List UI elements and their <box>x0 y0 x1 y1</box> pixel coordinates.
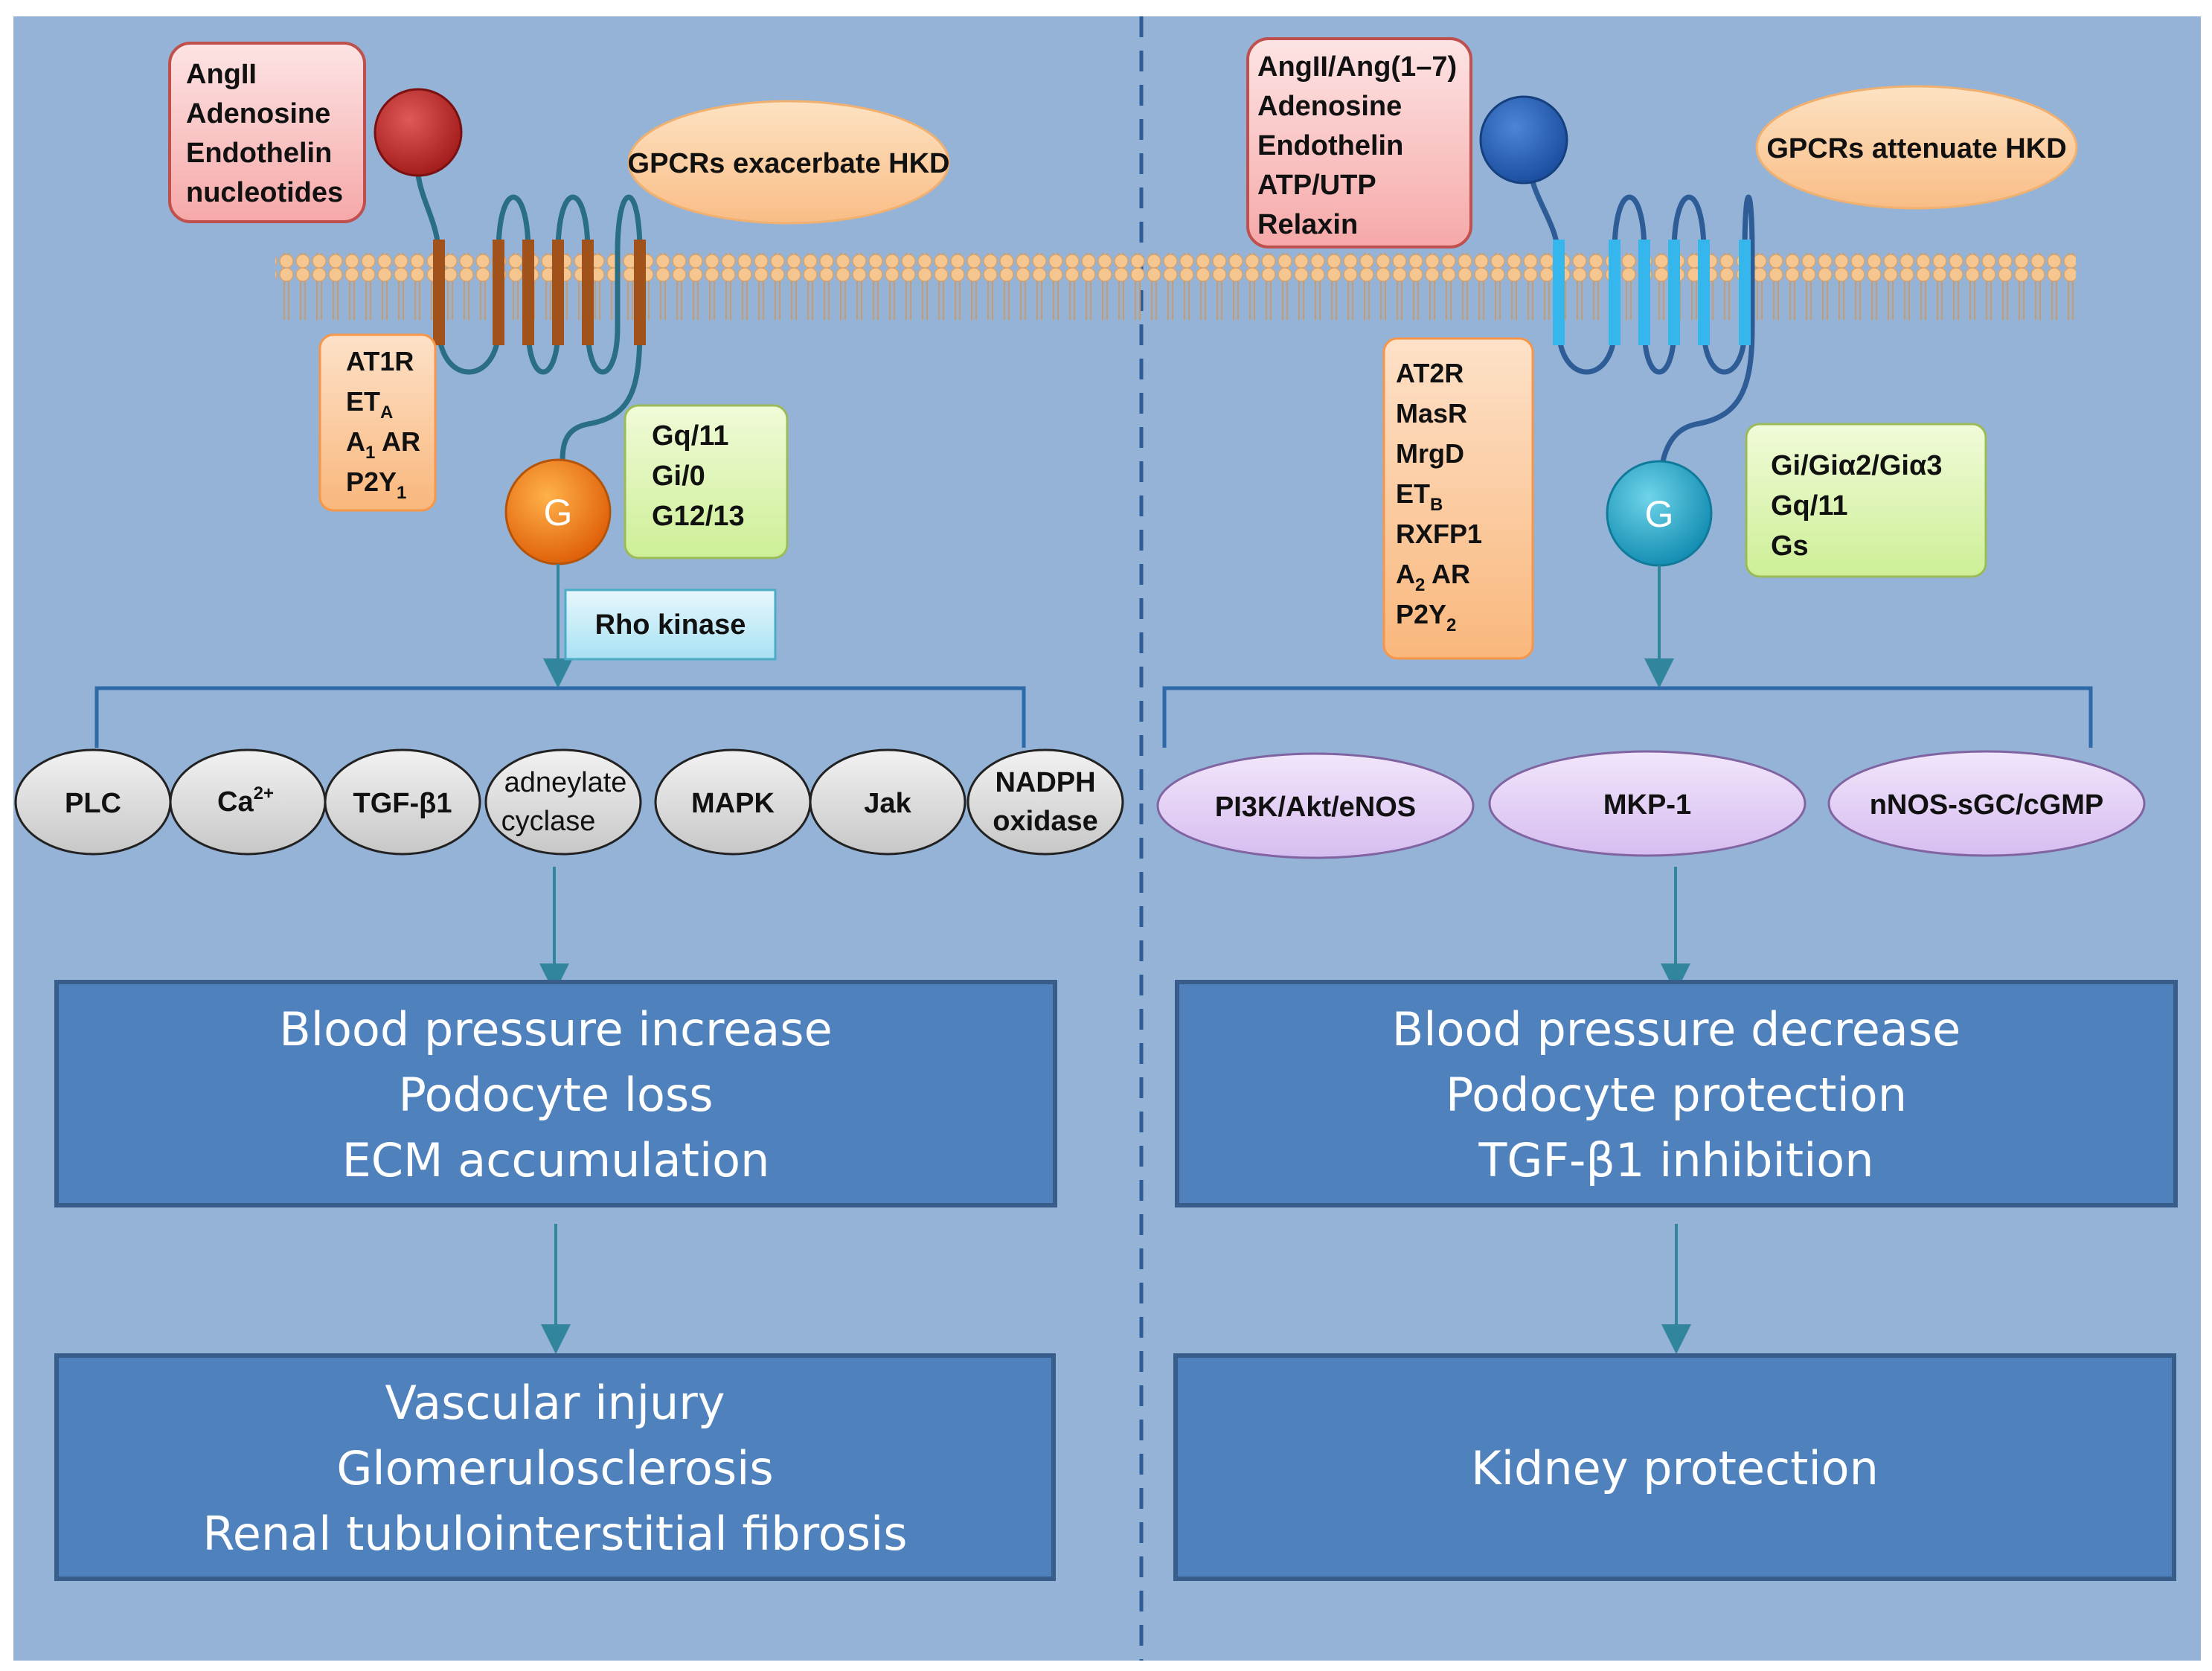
effector-adc-label-1: adneylate <box>504 767 627 798</box>
effector-nadph-oxidase <box>966 748 1124 856</box>
left-gprotein-2: G12/13 <box>652 501 745 532</box>
rho-kinase-label: Rho kinase <box>595 609 746 641</box>
effector-jak <box>809 748 966 856</box>
right-ligand-3: ATP/UTP <box>1257 170 1376 201</box>
right-outcome1-line1: Podocyte protection <box>1446 1068 1907 1122</box>
right-receptor-2: MrgD <box>1396 438 1464 469</box>
rho-kinase-box <box>564 588 777 661</box>
left-effector-bracket <box>94 686 1026 748</box>
right-gprotein-1: Gq/11 <box>1771 490 1848 522</box>
effector-mapk-label: MAPK <box>691 788 775 819</box>
right-effector-bracket <box>1162 686 2093 748</box>
right-gprotein-0: Gi/Giα2/Giα3 <box>1771 450 1942 481</box>
effector-nadph-label-2: oxidase <box>993 806 1098 837</box>
right-receptor-chain <box>1526 163 1755 514</box>
effector-tgf-label: TGF-β1 <box>353 788 452 819</box>
cell-membrane <box>275 253 2076 320</box>
left-receptor-2: A1 AR <box>346 426 420 463</box>
right-receptor-0: AT2R <box>1396 358 1464 388</box>
right-receptor-box <box>1382 337 1534 660</box>
effector-pi3k-akt-enos <box>1156 752 1475 859</box>
left-gprotein-1: Gi/0 <box>652 461 705 492</box>
left-outcome2-line0: Vascular injury <box>385 1376 725 1430</box>
left-outcome2-line2: Renal tubulointerstitial fibrosis <box>202 1507 907 1561</box>
effector-tgf-beta1 <box>324 748 481 856</box>
right-outcome2-line0: Kidney protection <box>1471 1441 1879 1495</box>
effector-pi3k-label: PI3K/Akt/eNOS <box>1215 792 1416 823</box>
left-receptor-bands <box>433 240 646 345</box>
left-outcome-box-2 <box>54 1353 1056 1581</box>
right-effectors: PI3K/Akt/eNOS MKP-1 nNOS-sGC/cGMP <box>1156 750 2146 859</box>
left-gprotein-box <box>623 404 789 559</box>
left-ligand-box <box>168 42 366 223</box>
effector-nnos-label: nNOS-sGC/cGMP <box>1870 789 2104 821</box>
right-receptor-1: MasR <box>1396 398 1467 429</box>
left-outcome1-line0: Blood pressure increase <box>279 1002 833 1056</box>
left-effectors: PLC Ca2+ TGF-β1 adneylate cyclase MAPK J… <box>14 748 1124 856</box>
effector-nadph-label-1: NADPH <box>995 767 1095 798</box>
right-ligand-2: Endothelin <box>1257 130 1403 161</box>
left-g-label: G <box>544 492 573 533</box>
left-receptor-3: P2Y1 <box>346 466 406 503</box>
right-receptor-4: RXFP1 <box>1396 519 1482 549</box>
right-ligand-ball <box>1479 95 1568 185</box>
left-ligand-ball <box>374 88 463 177</box>
right-receptor-5: A2 AR <box>1396 559 1470 595</box>
effector-adenylate-cyclase <box>484 748 642 856</box>
effector-calcium-label: Ca2+ <box>217 783 274 818</box>
right-gprotein-2: Gs <box>1771 530 1809 562</box>
effector-adc-label-2: cyclase <box>501 806 596 837</box>
left-ligand-0: AngII <box>186 59 257 90</box>
right-title: GPCRs attenuate HKD <box>1766 133 2066 164</box>
left-title-ellipse <box>627 100 950 225</box>
left-outcome1-line2: ECM accumulation <box>342 1133 770 1187</box>
right-g-label: G <box>1645 493 1674 535</box>
right-outcome1-line2: TGF-β1 inhibition <box>1478 1133 1873 1187</box>
left-receptor-chain <box>414 155 643 514</box>
right-ligand-0: AngII/Ang(1–7) <box>1257 51 1457 83</box>
right-receptor-bands <box>1553 240 1751 345</box>
right-outcome-box-1 <box>1175 980 2178 1207</box>
right-outcome-box-2 <box>1173 1353 2176 1581</box>
effector-mkp1 <box>1488 750 1807 857</box>
left-receptor-box <box>318 333 437 512</box>
effector-nnos-sgc-cgmp <box>1827 750 2146 857</box>
right-receptor-6: P2Y2 <box>1396 599 1456 635</box>
left-title: GPCRs exacerbate HKD <box>628 148 950 179</box>
left-ligand-3: nucleotides <box>186 177 343 208</box>
effector-jak-label: Jak <box>864 788 911 819</box>
right-outcome1-line0: Blood pressure decrease <box>1392 1002 1961 1056</box>
right-title-ellipse <box>1755 85 2078 210</box>
right-ligand-box <box>1246 37 1472 248</box>
left-outcome1-line1: Podocyte loss <box>398 1068 713 1122</box>
right-receptor-3: ETB <box>1396 478 1443 515</box>
left-ligand-2: Endothelin <box>186 138 332 169</box>
left-outcome2-line1: Glomerulosclerosis <box>336 1441 773 1495</box>
left-receptor-0: AT1R <box>346 346 414 376</box>
left-gprotein-0: Gq/11 <box>652 420 729 452</box>
effector-plc-label: PLC <box>65 788 121 819</box>
right-gprotein-box <box>1745 423 1987 578</box>
left-ligand-1: Adenosine <box>186 98 330 129</box>
right-ligand-4: Relaxin <box>1257 209 1358 240</box>
left-receptor-1: ETA <box>346 386 393 423</box>
right-ligand-1: Adenosine <box>1257 91 1402 122</box>
left-outcome-box-1 <box>54 980 1057 1207</box>
effector-mkp1-label: MKP-1 <box>1603 789 1691 821</box>
